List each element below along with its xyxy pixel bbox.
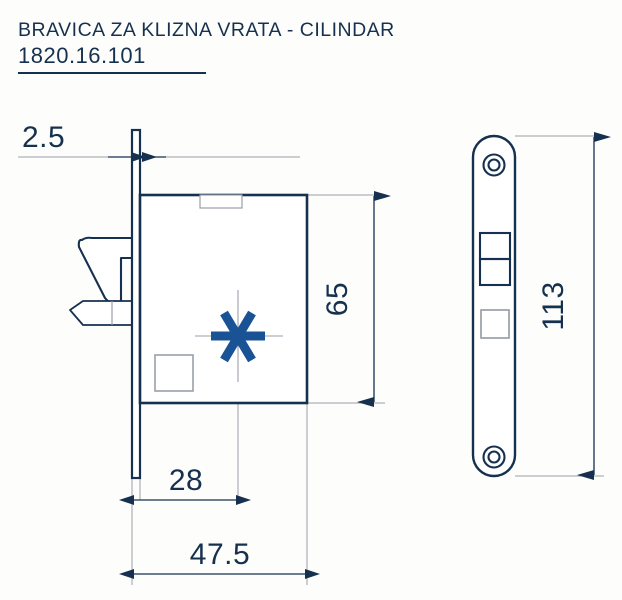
screw-hole-top bbox=[482, 153, 506, 177]
dimension-47-5-text: 47.5 bbox=[190, 538, 250, 571]
dimension-113-text: 113 bbox=[537, 281, 570, 330]
dimension-case-height: 65 bbox=[321, 191, 391, 407]
side-section-view: 2.5 65 28 47.5 bbox=[18, 121, 391, 585]
dead-bolt bbox=[69, 300, 137, 326]
bolt-aperture-group bbox=[478, 231, 512, 287]
dimension-faceplate-thickness: 2.5 bbox=[22, 121, 166, 162]
dimension-28-text: 28 bbox=[169, 464, 203, 497]
bolt-aperture-lower bbox=[478, 257, 512, 287]
dimension-faceplate-length: 113 bbox=[537, 132, 611, 480]
part-number: 1820.16.101 bbox=[18, 43, 146, 69]
latch-aperture-square bbox=[480, 309, 510, 339]
hook-latch bbox=[77, 236, 138, 306]
cylinder-star-icon bbox=[211, 310, 265, 363]
dimension-backset: 28 bbox=[119, 464, 251, 505]
screw-hole-bottom bbox=[482, 445, 506, 469]
dimension-2-5-text: 2.5 bbox=[22, 121, 65, 154]
case-top-tab bbox=[199, 194, 243, 209]
title-underline bbox=[18, 71, 206, 74]
faceplate-front-view: 113 bbox=[471, 132, 611, 480]
drawing-title: BRAVICA ZA KLIZNA VRATA - CILINDAR bbox=[18, 19, 395, 41]
faceplate-outline bbox=[471, 134, 517, 478]
lock-case-body bbox=[138, 193, 309, 405]
dimension-65-text: 65 bbox=[321, 282, 354, 316]
case-lower-square-detail bbox=[154, 354, 194, 392]
dimension-case-depth: 47.5 bbox=[119, 538, 320, 579]
title-block: BRAVICA ZA KLIZNA VRATA - CILINDAR 1820.… bbox=[18, 18, 578, 74]
